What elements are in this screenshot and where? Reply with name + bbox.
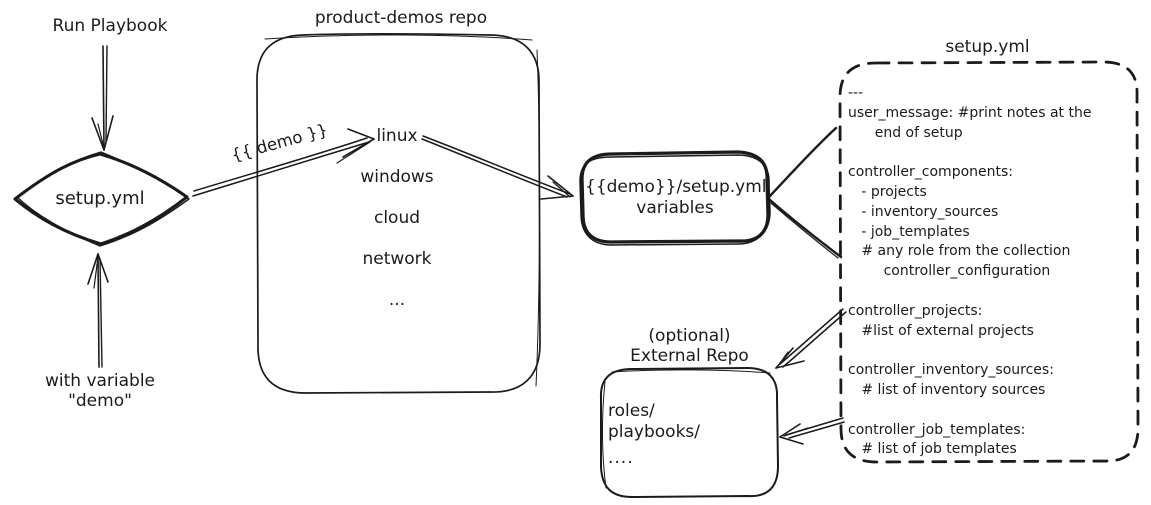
variables-box-line2: variables <box>636 198 714 218</box>
yaml-line: - job_templates <box>848 223 970 240</box>
yaml-line: # any role from the collection <box>848 243 1071 260</box>
run-playbook-label: Run Playbook <box>52 16 168 36</box>
yaml-line: controller_components: <box>848 164 1013 181</box>
yaml-line: - inventory_sources <box>848 203 999 220</box>
repo-box-title: product-demos repo <box>314 8 488 28</box>
external-repo-title-line2: External Repo <box>630 346 749 366</box>
repo-item-list: linux windows cloud network... <box>317 126 477 310</box>
yaml-line: # list of job templates <box>848 441 1017 458</box>
setup-yml-content: --- user_message: #print notes at the end… <box>848 85 1136 461</box>
yaml-line: # list of inventory sources <box>848 381 1046 398</box>
yaml-line <box>848 342 1136 362</box>
projects-to-external-arrow <box>775 308 847 369</box>
with-variable-line2: "demo" <box>68 391 132 411</box>
repo-item: linux <box>376 126 418 146</box>
external-repo-item: .... <box>608 448 634 468</box>
yaml-line: - projects <box>848 183 927 200</box>
yaml-line <box>848 283 1136 303</box>
external-repo-title-line1: (optional) <box>648 326 731 346</box>
yaml-line: user_message: #print notes at the <box>848 104 1092 121</box>
product-demos-repo-box <box>256 32 541 394</box>
repo-item: windows <box>360 167 434 187</box>
demo-arrow <box>192 128 375 197</box>
yaml-line: controller_configuration <box>848 263 1051 280</box>
yaml-line: controller_projects: <box>848 302 983 319</box>
yaml-line <box>848 402 1136 422</box>
setup-yml-dashed-box <box>838 60 1140 464</box>
external-repo-box <box>599 367 779 498</box>
setup-yml-diamond <box>13 151 190 247</box>
setup-yml-box-title: setup.yml <box>945 37 1030 57</box>
external-repo-content: roles/playbooks/.... <box>608 401 768 469</box>
external-repo-item: roles/ <box>608 401 655 421</box>
variables-box <box>579 150 771 246</box>
setup-yml-diamond-label: setup.yml <box>55 188 145 209</box>
yaml-line <box>848 144 1136 164</box>
yaml-line: controller_inventory_sources: <box>848 362 1054 379</box>
yaml-line: end of setup <box>848 124 963 141</box>
repo-item: ... <box>388 290 406 310</box>
yaml-line: --- <box>848 85 864 101</box>
repo-item: cloud <box>373 208 421 228</box>
with-variable-line1: with variable <box>44 371 156 391</box>
yaml-line: controller_job_templates: <box>848 421 1026 438</box>
job-templates-to-external-arrow <box>779 417 845 445</box>
linux-to-variables-arrow <box>421 135 574 200</box>
with-variable-label: with variable"demo" <box>25 371 175 411</box>
variables-to-setupyml-lines <box>767 126 843 259</box>
variables-box-line1: {{demo}}/setup.yml <box>585 177 767 197</box>
yaml-line: #list of external projects <box>848 322 1034 339</box>
external-repo-item: playbooks/ <box>608 422 701 442</box>
external-repo-title: (optional)External Repo <box>602 326 777 366</box>
with-variable-arrow <box>87 253 109 368</box>
repo-item: network <box>362 249 432 269</box>
run-playbook-arrow <box>91 45 114 151</box>
